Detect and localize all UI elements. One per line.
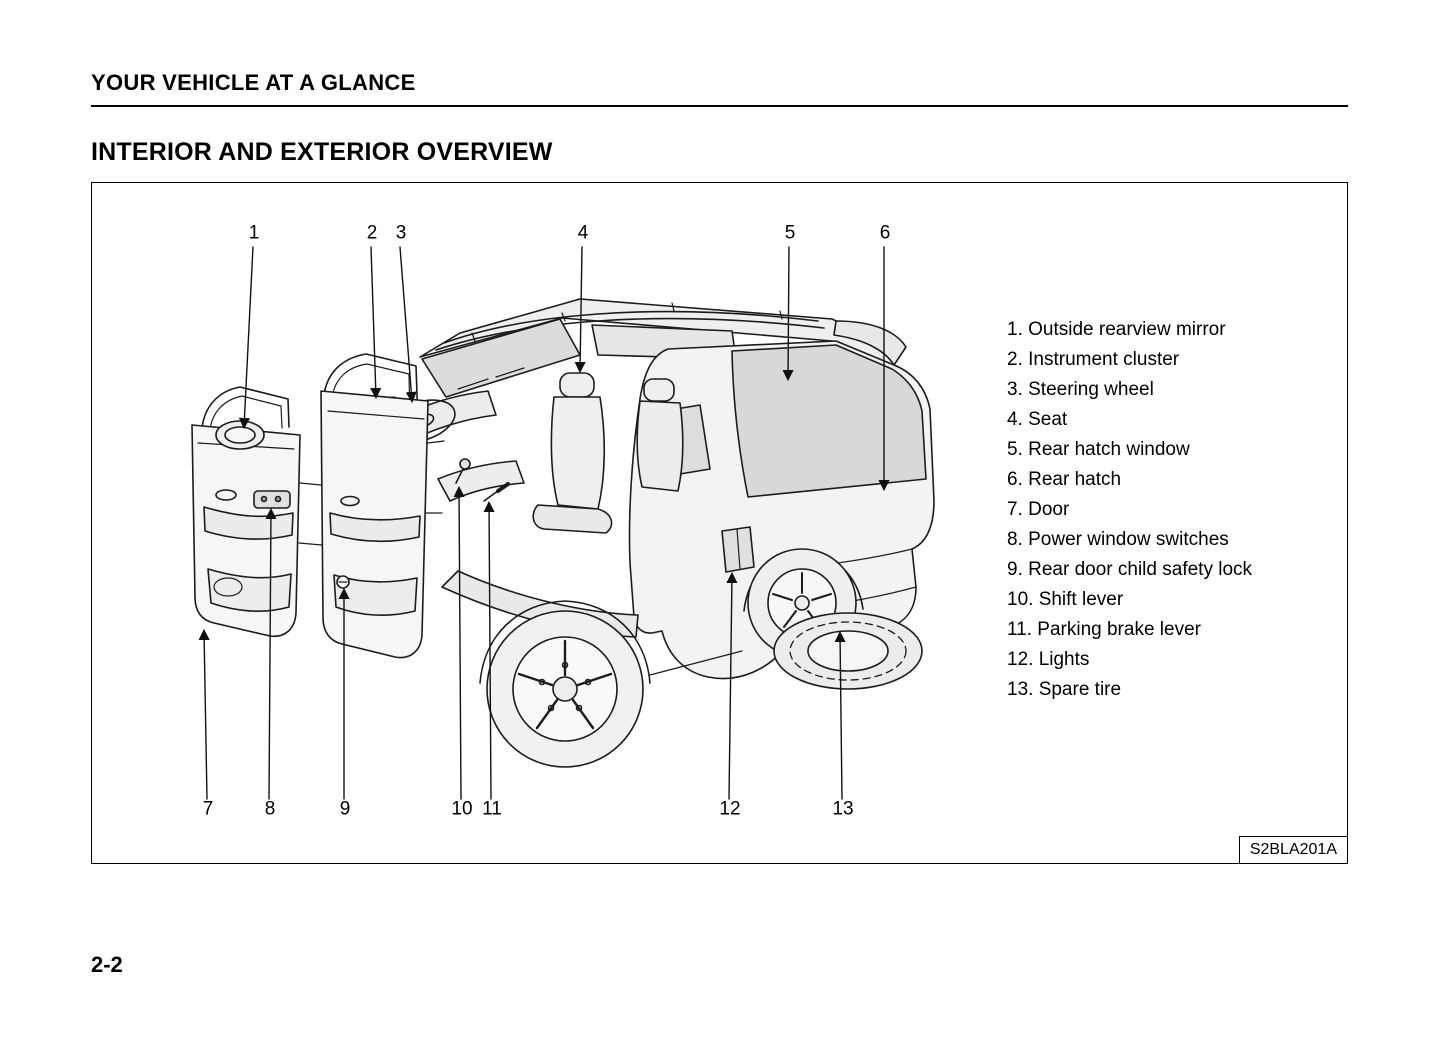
spare-tire — [773, 612, 923, 690]
legend-item-11: 11. Parking brake lever — [1007, 619, 1201, 640]
page-heading: INTERIOR AND EXTERIOR OVERVIEW — [91, 138, 553, 166]
legend-item-13: 13. Spare tire — [1007, 679, 1122, 700]
legend-item-7: 7. Door — [1007, 499, 1070, 520]
rear-hatch-window — [731, 344, 927, 498]
door-speaker — [213, 577, 243, 597]
callout-7: 7 — [202, 798, 214, 820]
callout-12: 12 — [719, 798, 741, 820]
parts-legend: 1. Outside rearview mirror 2. Instrument… — [1007, 315, 1252, 705]
vehicle-overview-figure: 1 2 3 4 5 6 7 8 9 10 11 12 13 1. Outside… — [91, 182, 1348, 864]
callout-13: 13 — [832, 798, 854, 820]
front-seat — [532, 372, 613, 534]
legend-item-12: 12. Lights — [1007, 649, 1090, 670]
vehicle-diagram — [191, 246, 935, 800]
center-console — [437, 458, 525, 502]
front-door-open — [191, 386, 301, 638]
shift-lever — [455, 466, 465, 484]
tail-light — [721, 526, 755, 573]
figure-code: S2BLA201A — [1238, 836, 1348, 864]
legend-item-5: 5. Rear hatch window — [1007, 439, 1190, 460]
callout-5: 5 — [784, 222, 796, 244]
callout-9: 9 — [339, 798, 351, 820]
callout-10: 10 — [451, 798, 473, 820]
callout-2: 2 — [366, 222, 378, 244]
page-number: 2-2 — [91, 952, 123, 977]
legend-item-4: 4. Seat — [1007, 409, 1068, 430]
legend-item-1: 1. Outside rearview mirror — [1007, 319, 1226, 340]
door-handle — [215, 489, 237, 501]
callout-11: 11 — [482, 798, 502, 820]
legend-item-3: 3. Steering wheel — [1007, 379, 1154, 400]
legend-item-6: 6. Rear hatch — [1007, 469, 1122, 490]
callout-1: 1 — [248, 222, 260, 244]
legend-item-8: 8. Power window switches — [1007, 529, 1229, 550]
callout-6: 6 — [879, 222, 891, 244]
callout-4: 4 — [577, 222, 589, 244]
car-roof — [419, 298, 907, 366]
front-wheel — [479, 600, 743, 768]
callout-8: 8 — [264, 798, 276, 820]
section-title: YOUR VEHICLE AT A GLANCE — [91, 70, 416, 95]
power-window-switches — [253, 490, 291, 509]
legend-item-2: 2. Instrument cluster — [1007, 349, 1180, 370]
leader-lines — [198, 246, 890, 800]
legend-item-10: 10. Shift lever — [1007, 589, 1124, 610]
callout-3: 3 — [395, 222, 407, 244]
legend-item-9: 9. Rear door child safety lock — [1007, 559, 1253, 580]
door-hinges — [298, 440, 445, 546]
rear-seat — [636, 378, 684, 492]
title-rule — [91, 105, 1348, 107]
page-content: YOUR VEHICLE AT A GLANCE INTERIOR AND EX… — [91, 0, 1348, 864]
